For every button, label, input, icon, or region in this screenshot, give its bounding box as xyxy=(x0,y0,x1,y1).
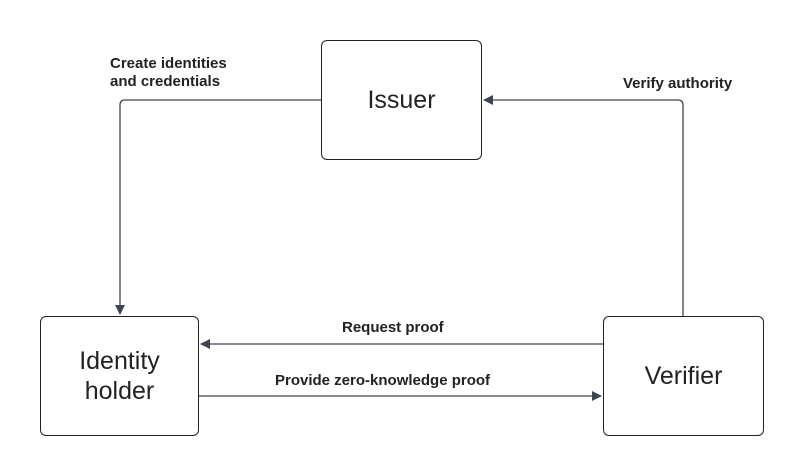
edge-verify-authority xyxy=(483,95,684,316)
create-credentials-label: Create identities and credentials xyxy=(110,55,227,90)
verifier-node: Verifier xyxy=(603,316,764,436)
verify-authority-label: Verify authority xyxy=(623,75,733,92)
edge-create-credentials xyxy=(115,99,321,315)
identity-holder-node: Identity holder xyxy=(40,316,199,436)
provide-proof-label: Provide zero-knowledge proof xyxy=(275,372,491,389)
request-proof-label: Request proof xyxy=(342,319,444,336)
issuer-node: Issuer xyxy=(321,40,482,160)
